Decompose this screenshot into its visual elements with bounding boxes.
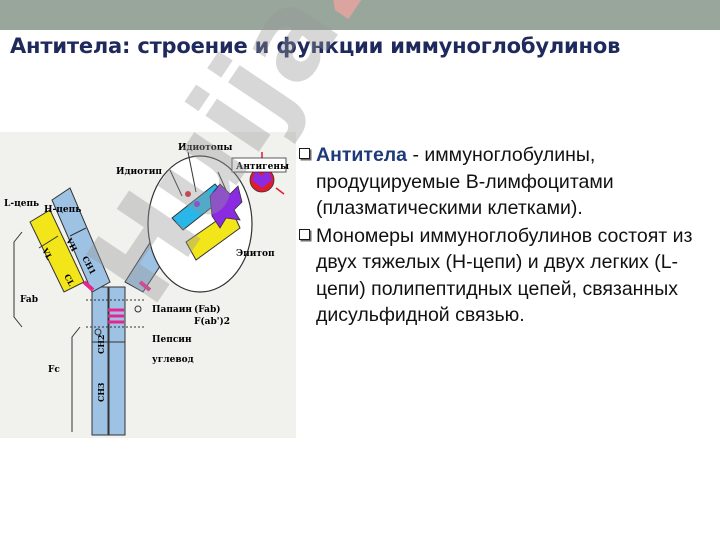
label-idiotopes: Идиотопы: [178, 143, 232, 153]
label-l-chain: L-цепь: [4, 199, 39, 209]
antibody-figure: Идиотопы Идиотип Антигены L-цепь Н-цепь …: [0, 132, 296, 438]
hinge-right: [138, 280, 152, 292]
label-fc: Fc: [48, 365, 60, 375]
bullet-term: Антитела: [316, 144, 408, 166]
label-papain: Папаин: [152, 305, 192, 315]
slide-title: Антитела: строение и функции иммуноглобу…: [10, 34, 621, 58]
bullet-monomers: Мономеры иммуноглобулинов состоят из дву…: [296, 223, 708, 329]
fab-bracket: [13, 231, 23, 328]
fc-bracket: [71, 326, 81, 432]
label-ch2: CH2: [96, 335, 106, 355]
label-antigens: Антигены: [236, 162, 289, 172]
checkbox-bullet-icon: [299, 148, 310, 159]
label-carbohydrate: углевод: [152, 355, 194, 365]
label-idiotype: Идиотип: [116, 167, 162, 177]
bullet-text: - иммуноглобулины, продуцируемые В-лимфо…: [316, 144, 614, 219]
label-fab-paren: (Fab): [194, 304, 221, 315]
label-ch3: CH3: [96, 382, 106, 402]
label-fab2: F(ab')2: [194, 316, 230, 327]
heavy-chain-left-arm: [51, 187, 111, 293]
label-epitope: Эпитоп: [236, 249, 275, 259]
label-fab: Fab: [20, 295, 38, 305]
bullet-text: Мономеры иммуноглобулинов состоят из дву…: [316, 224, 693, 327]
antigen-shape: [209, 183, 243, 229]
antigens-label-box: [231, 157, 287, 173]
bullet-antibodies: Антитела - иммуноглобулины, продуцируемы…: [296, 142, 708, 222]
text-block: Антитела - иммуноглобулины, продуцируемы…: [296, 142, 708, 330]
checkbox-bullet-icon: [299, 228, 310, 240]
label-h-chain: Н-цепь: [44, 205, 81, 215]
heavy-chain-left-stem: [91, 286, 109, 436]
heavy-chain-right-stem: [108, 286, 126, 436]
top-bar: [0, 0, 720, 30]
label-pepsin: Пепсин: [152, 335, 192, 345]
antibody-diagram: Идиотопы Идиотип Антигены L-цепь Н-цепь …: [4, 143, 289, 436]
hinge-left: [82, 280, 95, 292]
